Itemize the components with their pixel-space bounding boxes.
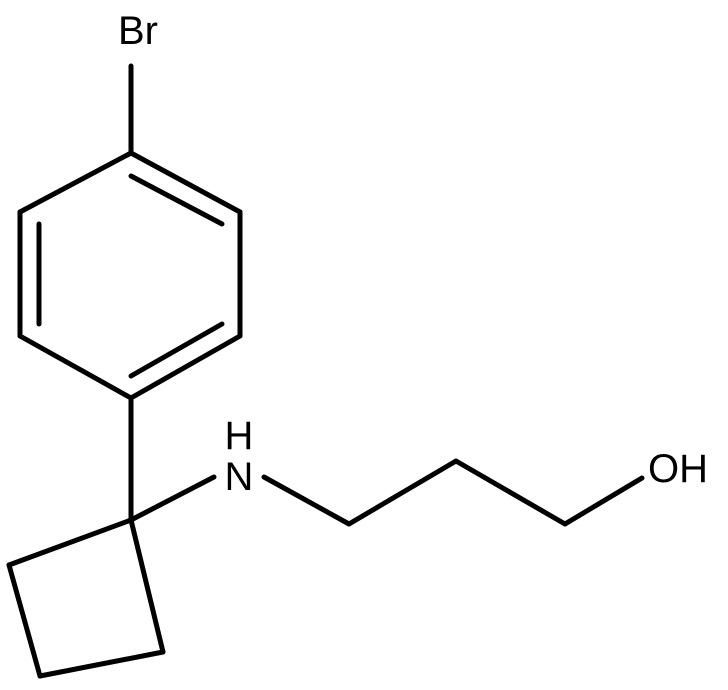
bond-ring-double-2 [128,321,225,379]
bond-cq-n [128,474,217,523]
bond-cb-1 [128,517,166,655]
atom-label-hydroxyl: OH [648,447,708,491]
bond-c3-o [562,475,645,527]
bond-ring-double-1 [128,173,225,227]
bond-ring-6 [17,150,134,215]
bond-cb-4 [6,517,134,568]
bond-c2-c3 [453,458,568,527]
bond-cb-3 [6,562,43,679]
atom-label-amine-n: N [225,455,254,499]
bond-cb-2 [37,649,166,679]
bond-n-c1 [261,474,352,527]
atom-label-bromine: Br [118,9,158,53]
atom-label-amine-h: H [225,414,254,458]
bond-c1-c2 [346,458,459,527]
bond-ring-3 [128,333,243,401]
bond-ring-4 [17,333,134,401]
bond-ring-1 [128,150,243,215]
